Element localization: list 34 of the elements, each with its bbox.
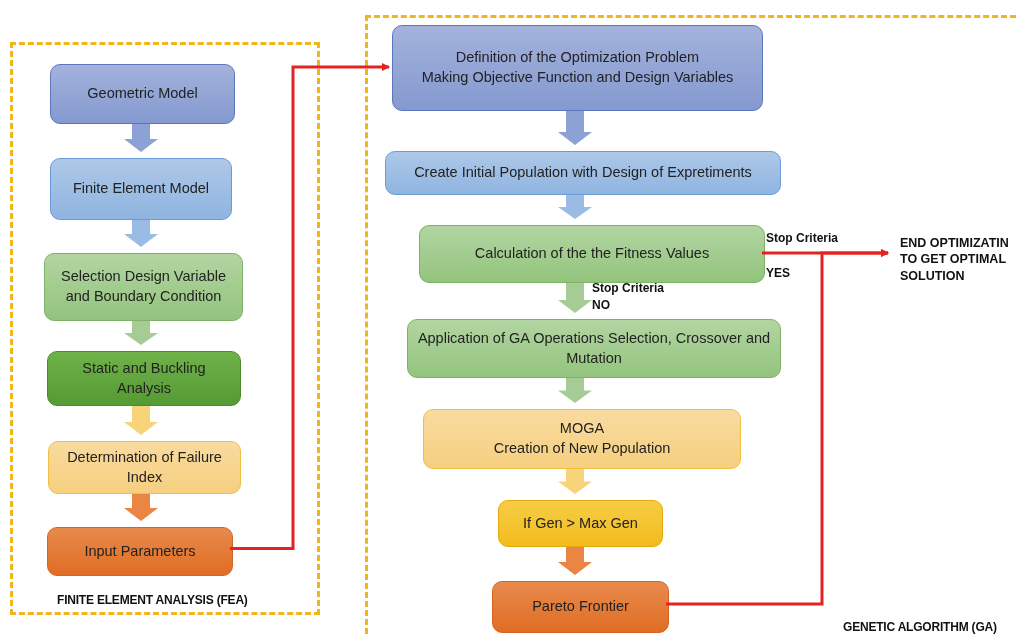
dashed-group-frame — [10, 42, 320, 615]
edge-label: Stop Criteria NO — [592, 280, 665, 315]
group-title: FINITE ELEMENT ANALYSIS (FEA) — [57, 593, 248, 607]
process-box: Application of GA Operations Selection, Crossover and Mutation — [407, 319, 781, 378]
process-box: Selection Design Variable and Boundary Condition — [44, 253, 243, 321]
branch-label: YES — [766, 266, 790, 280]
dashed-group-frame — [365, 15, 1016, 634]
connector-arrow — [230, 63, 390, 550]
process-box: Determination of Failure Index — [48, 441, 241, 494]
block-arrow — [558, 469, 592, 494]
block-arrow — [124, 220, 158, 247]
process-box: Definition of the Optimization Problem Making Objective Function and Design Variables — [392, 25, 763, 111]
end-text: END OPTIMIZATIN TO GET OPTIMAL SOLUTION — [900, 235, 1016, 295]
process-box: Calculation of the the Fitness Values — [419, 225, 765, 283]
process-box: Create Initial Population with Design of Expretiments — [385, 151, 781, 195]
process-box: Finite Element Model — [50, 158, 232, 220]
process-box: Geometric Model — [50, 64, 235, 124]
process-box: Input Parameters — [47, 527, 233, 576]
process-box: Pareto Frontier — [492, 581, 669, 633]
block-arrow — [124, 321, 158, 345]
block-arrow — [558, 547, 592, 575]
connector-arrow — [666, 249, 889, 606]
group-title: GENETIC ALGORITHM (GA) — [843, 620, 997, 634]
block-arrow — [558, 378, 592, 403]
edge-label: Stop Criteria — [766, 230, 839, 247]
process-box: Static and Buckling Analysis — [47, 351, 241, 406]
block-arrow — [558, 283, 592, 313]
block-arrow — [124, 124, 158, 152]
block-arrow — [124, 494, 158, 521]
process-box: MOGA Creation of New Population — [423, 409, 741, 469]
block-arrow — [124, 406, 158, 435]
block-arrow — [558, 195, 592, 219]
block-arrow — [558, 111, 592, 145]
process-box: If Gen > Max Gen — [498, 500, 663, 547]
